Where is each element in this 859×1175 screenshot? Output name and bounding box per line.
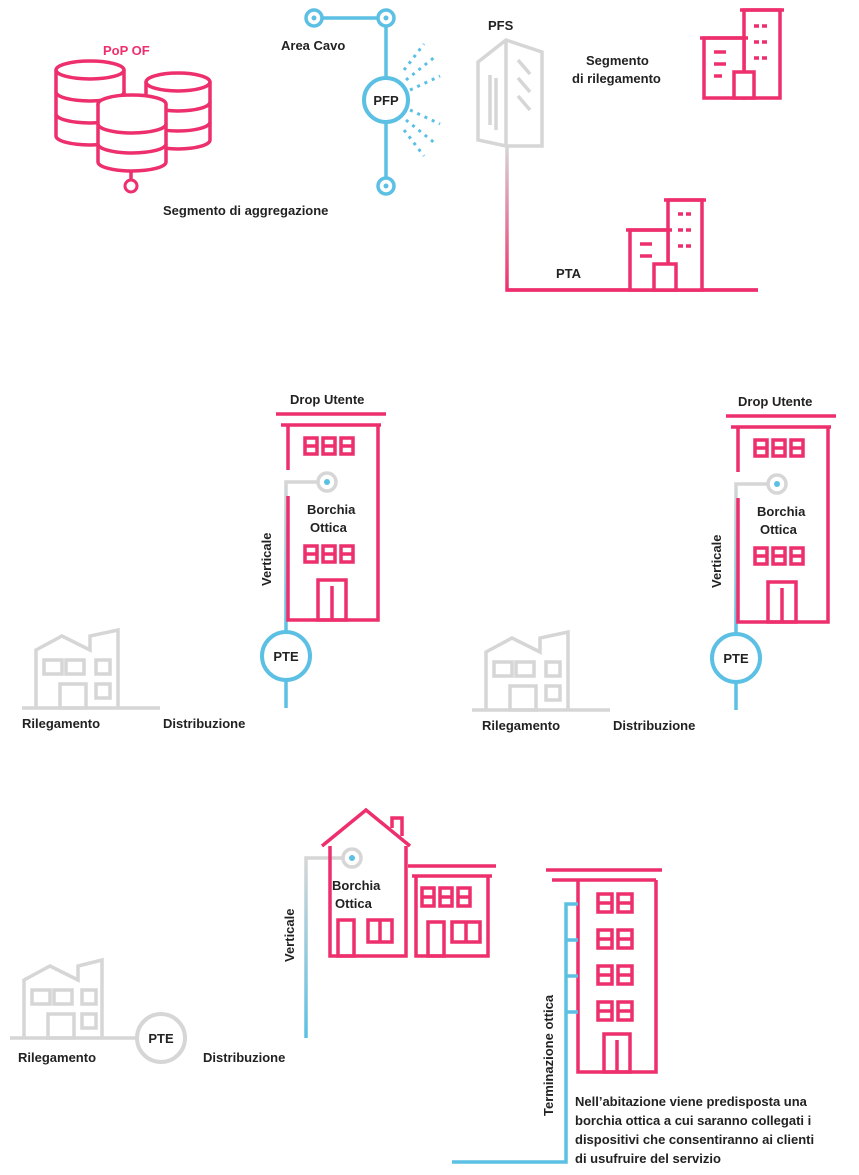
area-cavo-label: Area Cavo: [281, 38, 345, 53]
aggregation-node-dot: [383, 183, 389, 189]
pop-connector-node: [123, 178, 139, 194]
gray-house-icon: [22, 957, 104, 1040]
area-cavo-right-dot: [383, 15, 389, 21]
gray-house-icon: [484, 629, 570, 712]
verticale-label: Verticale: [259, 533, 274, 587]
distribuzione-label: Distribuzione: [203, 1050, 285, 1065]
area-cavo-left-dot: [311, 15, 317, 21]
borchia-label-1: Borchia: [332, 878, 381, 893]
borchia-label-2: Ottica: [760, 522, 798, 537]
gray-house-icon: [34, 627, 120, 710]
terminazione-label: Terminazione ottica: [541, 994, 556, 1116]
pte-label: PTE: [148, 1031, 174, 1046]
bottom-left-section: Rilegamento PTE Distribuzione Verticale …: [10, 807, 496, 1065]
pop-label: PoP OF: [103, 43, 150, 58]
drop-utente-label: Drop Utente: [738, 394, 812, 409]
middle-right-section: Rilegamento Distribuzione PTE Verticale …: [472, 394, 836, 733]
note-line-1: Nell’abitazione viene predisposta una: [575, 1094, 808, 1109]
office-building-icon: [700, 8, 784, 100]
borchia-label-2: Ottica: [335, 896, 373, 911]
house-icon: [320, 807, 412, 958]
terminazione-riser: [452, 902, 578, 1164]
note-line-2: borchia ottica a cui saranno collegati i: [575, 1113, 811, 1128]
verticale-line: [734, 482, 768, 634]
segmento-label-line2: di rilegamento: [572, 71, 661, 86]
note-line-4: di usufruire del servizio: [575, 1151, 721, 1166]
verticale-line: [284, 480, 318, 632]
note-line-3: dispositivi che consentiranno ai clienti: [575, 1132, 814, 1147]
verticale-label: Verticale: [709, 535, 724, 589]
rilegamento-label: Rilegamento: [482, 718, 560, 733]
rilegamento-label: Rilegamento: [18, 1050, 96, 1065]
signal-rays-icon: [402, 43, 441, 157]
apartment-building-icon: [276, 412, 386, 622]
pte-label: PTE: [273, 649, 299, 664]
middle-left-section: Rilegamento Distribuzione PTE Verticale …: [22, 392, 386, 731]
rilegamento-label: Rilegamento: [22, 716, 100, 731]
database-icon: [54, 59, 212, 180]
pte-label: PTE: [723, 651, 749, 666]
apartment-building-icon: [726, 414, 836, 624]
borchia-dot: [774, 481, 780, 487]
segmento-label-line1: Segmento: [586, 53, 649, 68]
borchia-label-1: Borchia: [757, 504, 806, 519]
aggregation-label: Segmento di aggregazione: [163, 203, 328, 218]
pfs-cabinet-icon: [476, 38, 544, 148]
drop-utente-label: Drop Utente: [290, 392, 364, 407]
distribuzione-label: Distribuzione: [613, 718, 695, 733]
shop-building-icon: [408, 864, 496, 958]
verticale-label: Verticale: [282, 909, 297, 963]
borchia-dot: [324, 479, 330, 485]
borchia-label-2: Ottica: [310, 520, 348, 535]
tower-building-icon: [546, 868, 662, 1074]
distribuzione-label: Distribuzione: [163, 716, 245, 731]
borchia-dot: [349, 855, 355, 861]
pfp-label: PFP: [373, 93, 399, 108]
pta-label: PTA: [556, 266, 582, 281]
top-section: PoP OF Segmento di aggregazione Area Cav…: [54, 8, 800, 292]
bottom-right-section: Terminazione ottica Nell’abitazione vien…: [452, 868, 814, 1166]
borchia-label-1: Borchia: [307, 502, 356, 517]
residential-building-icon: [626, 198, 706, 292]
pfs-label: PFS: [488, 18, 514, 33]
